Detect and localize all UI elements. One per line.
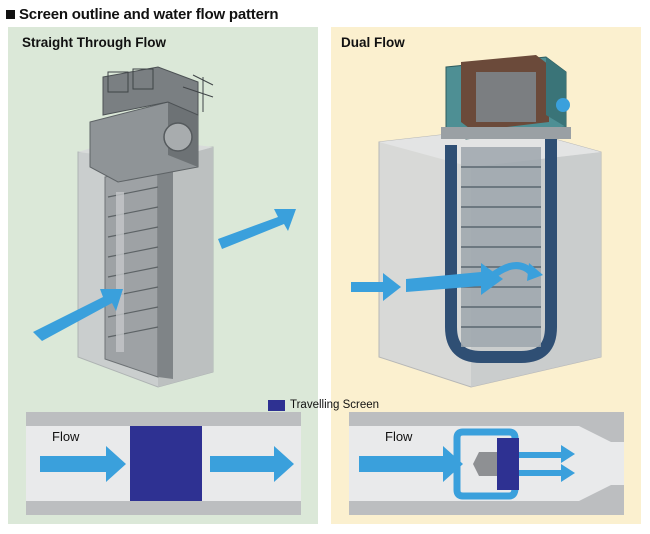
bullet-square-icon <box>6 9 15 19</box>
screen-frame <box>104 164 173 379</box>
section-heading: Screen outline and water flow pattern <box>6 4 279 24</box>
travelling-screen-block <box>130 426 202 501</box>
flow-arrow-in <box>40 446 126 482</box>
straight-through-screen-illustration <box>33 66 296 388</box>
inflow-arrow <box>351 273 401 301</box>
head-housing <box>441 55 571 140</box>
dual-flow-schematic: Flow <box>349 412 624 515</box>
heading-text: Screen outline and water flow pattern <box>19 5 279 23</box>
outflow-arrow <box>218 209 296 249</box>
dual-flow-diagram <box>349 412 624 515</box>
dual-flow-title: Dual Flow <box>341 35 405 50</box>
straight-through-flow-panel: Straight Through Flow <box>8 27 318 524</box>
screen-loop <box>445 137 557 363</box>
straight-flow-schematic: Flow <box>26 412 301 515</box>
inflow-arrow-into-screen <box>406 263 503 295</box>
legend-label: Travelling Screen <box>290 399 380 411</box>
straight-through-flow-title: Straight Through Flow <box>22 35 166 50</box>
flow-arrow-out-lower <box>519 464 575 482</box>
head-machinery <box>89 66 214 183</box>
dual-flow-panel: Dual Flow <box>331 27 641 524</box>
travelling-screen-swatch <box>268 399 285 411</box>
straight-flow-diagram <box>26 412 301 515</box>
flow-arrow-out-upper <box>519 445 575 463</box>
lower-flow-channel <box>453 464 519 500</box>
flow-arrow-in <box>359 446 463 482</box>
flow-label: Flow <box>385 429 413 444</box>
legend: Travelling Screen <box>268 399 379 411</box>
dual-flow-screen-illustration <box>351 55 602 388</box>
inflow-arrow <box>33 289 123 341</box>
flow-label: Flow <box>52 429 80 444</box>
upper-flow-channel <box>453 428 519 464</box>
travelling-screen-block <box>497 438 519 490</box>
flow-arrow-out <box>210 446 294 482</box>
